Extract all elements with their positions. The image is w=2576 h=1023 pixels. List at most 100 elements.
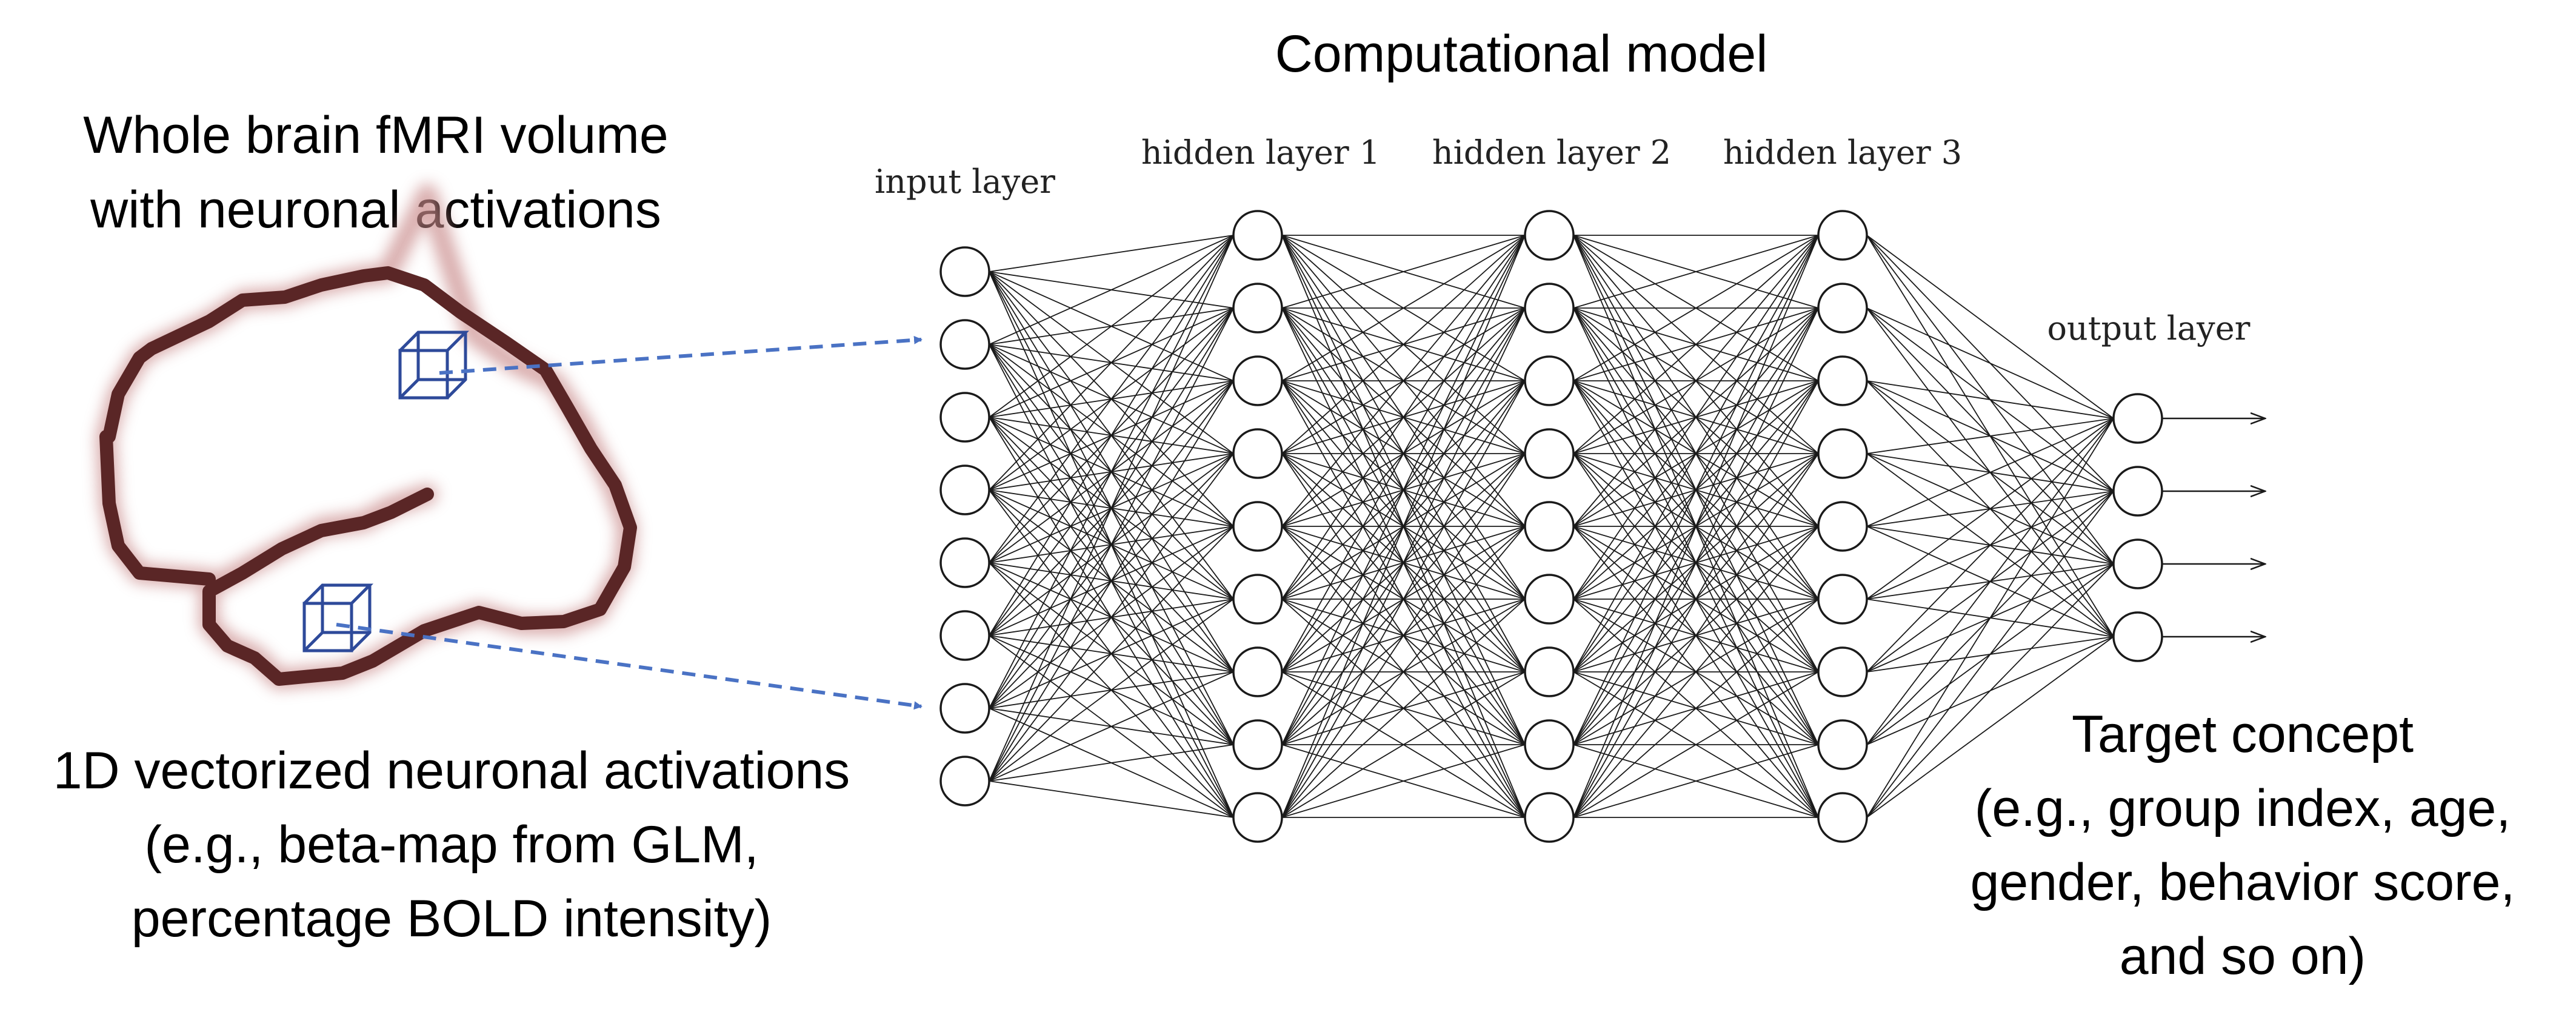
neuron-layer0-1 <box>939 319 990 370</box>
connection-l0-6-0 <box>989 235 1234 709</box>
connection-l1-8-3 <box>1281 453 1526 818</box>
connection-l2-8-6 <box>1573 671 1819 818</box>
connection-l0-7-4 <box>989 526 1234 782</box>
connection-l0-7-0 <box>989 235 1234 782</box>
neuron-layer0-5 <box>939 610 990 661</box>
connection-l3-3-0 <box>1866 418 2114 454</box>
connection-l1-8-6 <box>1281 671 1526 818</box>
neuron-layer3-7 <box>1817 719 1868 770</box>
connection-l3-8-2 <box>1866 563 2114 818</box>
neuron-layer3-4 <box>1817 501 1868 552</box>
input-caption-line-2: with neuronal activations <box>90 181 661 239</box>
connection-l2-8-3 <box>1573 453 1819 818</box>
neuron-layer3-6 <box>1817 646 1868 697</box>
connection-l2-7-0 <box>1573 235 1819 745</box>
neuron-layer3-0 <box>1817 210 1868 261</box>
neuron-layer1-7 <box>1232 719 1283 770</box>
connection-l0-2-0 <box>989 235 1234 418</box>
neuron-layer1-2 <box>1232 355 1283 406</box>
connection-l3-5-0 <box>1866 418 2114 600</box>
neuron-layer0-6 <box>939 683 990 734</box>
connection-l0-7-3 <box>989 453 1234 782</box>
neuron-layer3-8 <box>1817 792 1868 843</box>
connection-l1-6-0 <box>1281 235 1526 672</box>
connection-l1-4-0 <box>1281 235 1526 527</box>
connection-l0-3-0 <box>989 235 1234 491</box>
connection-l1-1-0 <box>1281 235 1526 309</box>
neuron-layer0-0 <box>939 246 990 297</box>
neuron-layer2-5 <box>1524 574 1575 625</box>
neuron-layer4-3 <box>2112 611 2163 662</box>
brain-outline-stroke <box>99 266 637 686</box>
connection-l3-7-0 <box>1866 418 2114 745</box>
connection-l3-8-1 <box>1866 491 2114 818</box>
vector-caption-line-3: percentage BOLD intensity) <box>132 890 772 948</box>
neuron-layer1-5 <box>1232 574 1283 625</box>
voxel-cube-lower-edges <box>303 583 374 652</box>
target-caption-line-1: Target concept <box>2072 705 2414 763</box>
connection-l1-7-0 <box>1281 235 1526 745</box>
input-caption-line-1: Whole brain fMRI volume <box>83 106 668 164</box>
brain-outline-glow <box>96 184 638 689</box>
connection-l0-7-5 <box>989 599 1234 782</box>
connection-l2-1-0 <box>1573 235 1819 309</box>
neuron-layer2-2 <box>1524 355 1575 406</box>
brain-outline <box>96 184 638 689</box>
neuron-layer0-2 <box>939 392 990 443</box>
connection-l3-8-0 <box>1866 418 2114 818</box>
vector-caption-line-1: 1D vectorized neuronal activations <box>53 742 850 800</box>
neuron-layer2-4 <box>1524 501 1575 552</box>
connection-l3-0-0 <box>1866 235 2114 419</box>
connection-l3-8-3 <box>1866 636 2114 818</box>
connection-l1-5-0 <box>1281 235 1526 600</box>
neuron-layer0-3 <box>939 465 990 515</box>
connection-l2-8-4 <box>1573 526 1819 818</box>
layer-label-0: input layer <box>875 163 1055 201</box>
neuron-layer2-8 <box>1524 792 1575 843</box>
layer-label-4: output layer <box>2047 309 2251 347</box>
neuron-layer1-6 <box>1232 646 1283 697</box>
connection-l2-5-0 <box>1573 235 1819 600</box>
connection-l0-0-0 <box>989 235 1234 272</box>
connection-l1-3-0 <box>1281 235 1526 454</box>
output-arrows <box>2162 418 2265 637</box>
neuron-layer2-1 <box>1524 283 1575 334</box>
connection-l1-8-7 <box>1281 744 1526 818</box>
vector-caption: 1D vectorized neuronal activations (e.g.… <box>53 742 850 948</box>
connection-l0-7-6 <box>989 671 1234 782</box>
diagram-title: Computational model <box>1275 25 1768 83</box>
connection-l3-4-0 <box>1866 418 2114 527</box>
connection-l0-4-0 <box>989 235 1234 563</box>
connection-l0-7-1 <box>989 307 1234 782</box>
voxel-mapping-arrows <box>336 335 923 710</box>
neuron-layer4-0 <box>2112 393 2163 444</box>
connection-l1-8-2 <box>1281 380 1526 818</box>
voxel-cube-upper-edges <box>399 330 470 399</box>
connection-l1-8-4 <box>1281 526 1526 818</box>
lower-voxel-arrow <box>336 623 923 710</box>
connection-l2-6-0 <box>1573 235 1819 672</box>
neuron-layer2-0 <box>1524 210 1575 261</box>
target-caption-line-4: and so on) <box>2120 927 2366 985</box>
connection-l0-7-8 <box>989 780 1234 818</box>
vector-caption-line-2: (e.g., beta-map from GLM, <box>144 816 758 874</box>
neuron-layer3-3 <box>1817 428 1868 479</box>
layer-label-2: hidden layer 2 <box>1432 133 1671 172</box>
neuron-layer3-2 <box>1817 355 1868 406</box>
target-caption: Target concept (e.g., group index, age, … <box>1970 705 2515 985</box>
network-neurons <box>939 210 2163 843</box>
neuron-layer1-0 <box>1232 210 1283 261</box>
upper-voxel-arrow <box>439 335 923 375</box>
connection-l0-7-7 <box>989 744 1234 782</box>
connection-l1-2-0 <box>1281 235 1526 381</box>
connection-l3-2-0 <box>1866 380 2114 419</box>
target-caption-line-3: gender, behavior score, <box>1970 853 2515 911</box>
connection-l2-8-7 <box>1573 744 1819 818</box>
connection-l2-8-0 <box>1573 235 1819 818</box>
connection-l2-4-0 <box>1573 235 1819 527</box>
voxel-cube-upper <box>398 330 470 400</box>
neuron-layer2-3 <box>1524 428 1575 479</box>
neuron-layer1-1 <box>1232 283 1283 334</box>
